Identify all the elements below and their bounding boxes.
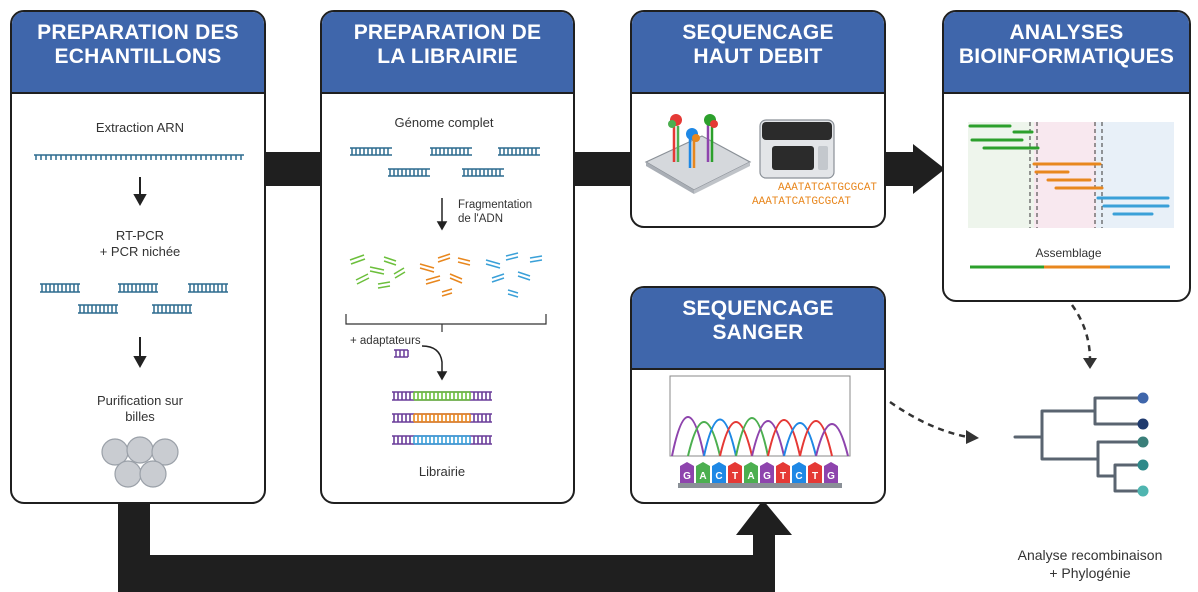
region-pink [1034, 122, 1096, 228]
flowcell-icon [644, 114, 752, 194]
region-blue [1096, 122, 1174, 228]
base-letter: A [747, 471, 754, 482]
sequence-text-2: AAATATCATGCGCAT [752, 196, 851, 208]
arrow-samples-sanger [118, 500, 792, 592]
base-tile [824, 462, 838, 483]
panel-title: PREPARATION DE LA LIBRAIRIE [322, 12, 573, 94]
base-tile [760, 462, 774, 483]
fragmented-dna-icon [349, 252, 543, 298]
down-arrow-icon [133, 177, 147, 369]
dashed-arrowhead-sanger [966, 430, 979, 444]
strip-base [678, 483, 842, 488]
base-tile [808, 462, 822, 483]
panel-hts: SEQUENCAGE HAUT DEBIT AAATATCATGCGCAT AA… [630, 10, 886, 228]
base-tile [728, 462, 742, 483]
panel-title: SEQUENCAGE SANGER [632, 288, 884, 370]
pcr-amplicons-icon [40, 283, 228, 314]
step-adapters: + adaptateurs [350, 335, 421, 347]
magnetic-beads-icon [101, 436, 179, 488]
connector-samples-library [265, 152, 321, 186]
phylogeny-tree-icon [1013, 396, 1145, 493]
region-green [968, 122, 1034, 228]
base-letter: G [827, 471, 835, 482]
base-letter: T [732, 471, 738, 482]
chromatogram-frame [669, 375, 851, 457]
base-tile [680, 462, 694, 483]
step-complete-genome: Génome complet [394, 115, 494, 130]
step-rna-extraction: Extraction ARN [95, 120, 185, 135]
base-letter: C [715, 471, 722, 482]
dashed-arrow-sanger-analysis [889, 400, 969, 439]
genome-fragments-icon [350, 147, 540, 177]
dashed-arrow-bioinfo-analysis [1070, 304, 1092, 361]
step-rt-pcr: RT-PCR + PCR nichée [99, 228, 181, 259]
panel-title: PREPARATION DES ECHANTILLONS [12, 12, 264, 94]
assembly-illustration [968, 122, 1174, 269]
sequence-text-1: AAATATCATGCGCAT [778, 182, 877, 194]
output-analysis-label: Analyse recombinaison + Phylogénie [1017, 547, 1163, 581]
base-letter: T [812, 471, 818, 482]
connector-library-hts [574, 152, 632, 186]
down-arrow-icon [436, 198, 448, 231]
panel-sample-prep: PREPARATION DES ECHANTILLONS Extraction … [10, 10, 266, 504]
tree-leaf-5 [1137, 485, 1149, 497]
step-dna-fragmentation: Fragmentation de l'ADN [458, 199, 533, 225]
library-prep-illustration [345, 147, 547, 445]
panel-bioinformatics: ANALYSES BIOINFORMATIQUES Assemblage [942, 10, 1191, 302]
adapter-icon [394, 349, 409, 358]
base-letter: A [699, 471, 706, 482]
arrow-hts-bioinfo [885, 144, 945, 194]
base-tile [712, 462, 726, 483]
rna-strand-icon [34, 154, 244, 160]
base-letter: C [795, 471, 802, 482]
base-letter: G [763, 471, 771, 482]
panel-title: ANALYSES BIOINFORMATIQUES [944, 12, 1189, 94]
panel-title: SEQUENCAGE HAUT DEBIT [632, 12, 884, 94]
step-library: Librairie [418, 464, 466, 479]
base-tile [696, 462, 710, 483]
base-tile [776, 462, 790, 483]
library-molecules-icon [392, 391, 492, 445]
base-letter: T [780, 471, 786, 482]
panel-library-prep: PREPARATION DE LA LIBRAIRIE [320, 10, 575, 504]
tree-leaf-4 [1137, 459, 1149, 471]
sample-prep-illustration [34, 154, 244, 488]
dashed-arrowhead-bioinfo [1083, 358, 1097, 369]
tree-leaf-2 [1137, 418, 1149, 430]
tree-leaf-3 [1137, 436, 1149, 448]
chromatogram-traces [671, 416, 849, 457]
hts-illustration: AAATATCATGCGCAT AAATATCATGCGCAT [644, 114, 877, 208]
base-tile [792, 462, 806, 483]
adapter-arrow-icon [421, 345, 448, 381]
base-tile [744, 462, 758, 483]
sequencer-icon [759, 119, 835, 179]
bracket-icon [345, 314, 547, 332]
base-letter: G [683, 471, 691, 482]
tree-leaf-1 [1137, 392, 1149, 404]
step-bead-purification: Purification sur billes [97, 393, 183, 424]
step-assembly: Assemblage [1035, 246, 1102, 260]
